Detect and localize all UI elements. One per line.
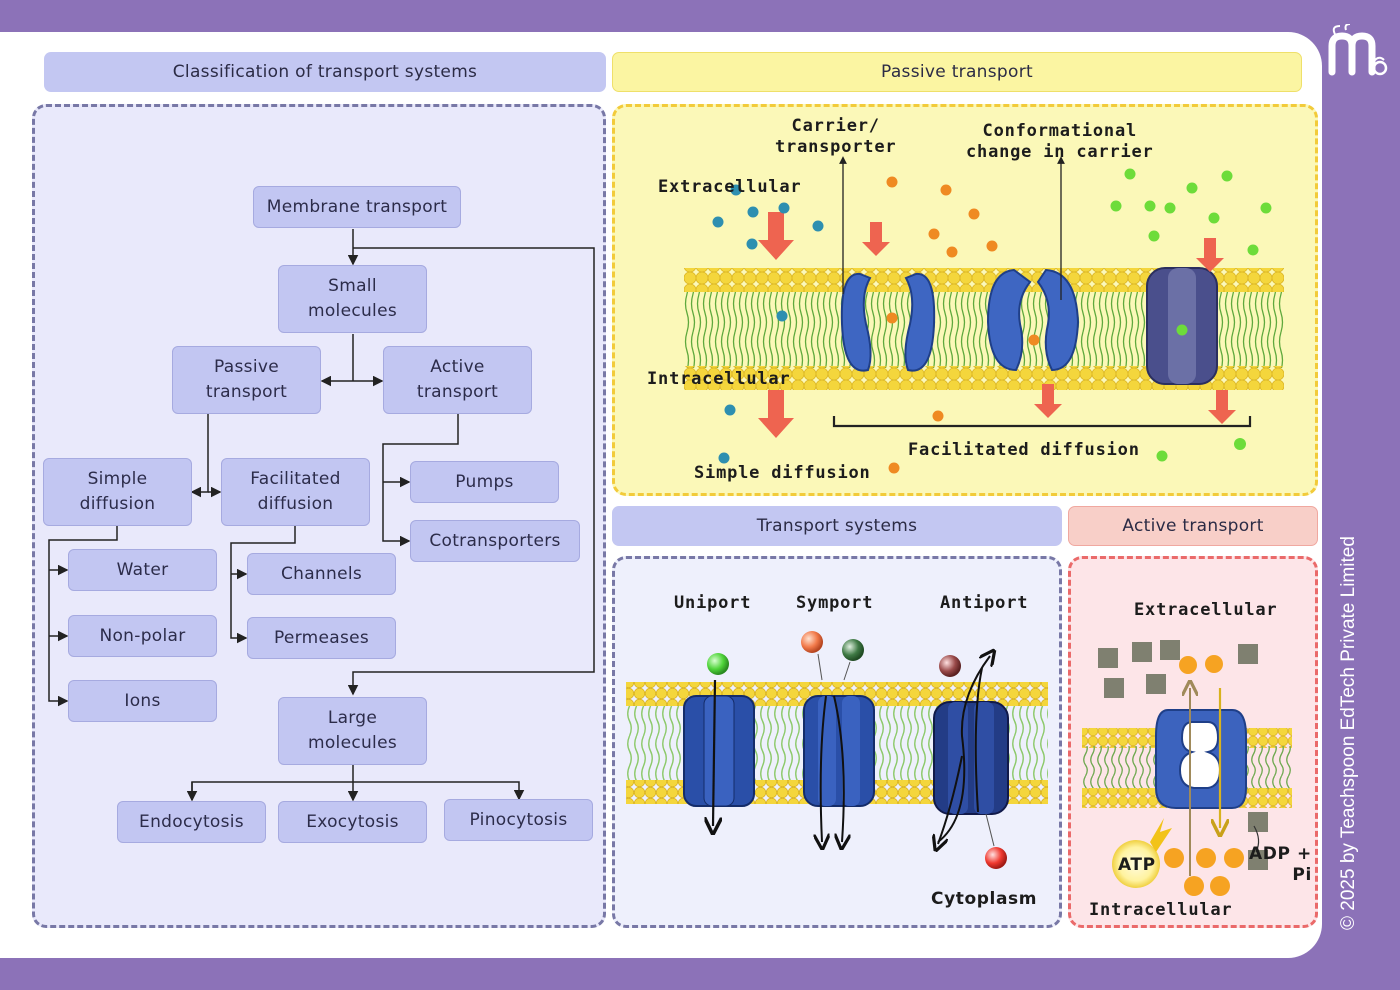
node-endocytosis: Endocytosis (117, 801, 266, 843)
orange-molecules (1164, 655, 1244, 896)
facilitated-diffusion-label: Facilitated diffusion (908, 440, 1140, 460)
orange-molecules (886, 176, 1040, 474)
node-non-polar: Non-polar (68, 615, 217, 657)
atp-glow (1112, 840, 1160, 888)
node-cotransporters: Cotransporters (410, 520, 580, 562)
symport-pointer-1 (817, 653, 823, 681)
node-active-transport: Active transport (383, 346, 532, 414)
green-molecules (1110, 168, 1272, 462)
simple-diffusion-label: Simple diffusion (694, 463, 871, 483)
passive-transport-illustration (684, 156, 1284, 474)
antiport-inward-arrow (938, 755, 963, 844)
transport-systems-illustration (626, 631, 1048, 869)
carrier-transporter-label: Carrier/ transporter (775, 116, 897, 157)
carrier-protein-left-half (840, 272, 872, 372)
node-facilitated-diffusion: Facilitated diffusion (221, 458, 370, 526)
antiport-pointer (985, 813, 995, 847)
active-extracellular-label: Extracellular (1134, 600, 1278, 620)
symport-arrow-2 (833, 695, 844, 842)
uniport-protein (683, 695, 755, 807)
node-ions: Ions (68, 680, 217, 722)
symport-protein (803, 695, 875, 807)
pump-channel (1178, 721, 1222, 789)
antiport-molecule-in (985, 847, 1007, 869)
node-pinocytosis: Pinocytosis (444, 799, 593, 841)
node-small-molecules: Small molecules (278, 265, 427, 333)
copyright-text: © 2025 by Teachspoon EdTech Private Limi… (1338, 536, 1359, 930)
flowchart-connectors (48, 229, 595, 802)
transport-systems-header: Transport systems (612, 506, 1062, 546)
node-channels: Channels (247, 553, 396, 595)
node-passive-transport: Passive transport (172, 346, 321, 414)
node-membrane-transport: Membrane transport (253, 186, 461, 228)
active-intracellular-label: Intracellular (1089, 900, 1233, 920)
symport-arrow-1 (821, 695, 826, 842)
antiport-molecule-out (939, 655, 961, 677)
antiport-outward-arrow (937, 656, 990, 843)
symport-pointer-2 (843, 661, 851, 681)
node-water: Water (68, 549, 217, 591)
node-exocytosis: Exocytosis (278, 801, 427, 843)
passive-transport-header: Passive transport (612, 52, 1302, 92)
antiport-protein (933, 701, 1009, 815)
antiport-label: Antiport (940, 593, 1029, 613)
conformational-change-label: Conformational change in carrier (966, 121, 1154, 162)
intracellular-label: Intracellular (647, 369, 791, 389)
cytoplasm-label: Cytoplasm (931, 889, 1038, 909)
symport-molecule-green (842, 639, 864, 661)
adp-pointer (1253, 825, 1260, 853)
antiport-inward-path (974, 667, 983, 813)
extracellular-label: Extracellular (658, 177, 802, 197)
node-large-molecules: Large molecules (278, 697, 427, 765)
red-arrows (758, 212, 1236, 438)
symport-molecule-orange (801, 631, 823, 653)
node-simple-diffusion: Simple diffusion (43, 458, 192, 526)
carrier-protein-right-half (904, 272, 936, 372)
adp-pi-label: ADP + Pi (1249, 844, 1312, 885)
active-transport-illustration (1082, 640, 1292, 896)
atp-label: ATP (1118, 855, 1156, 875)
uniport-molecule (707, 653, 729, 675)
brand-logo-icon (1328, 24, 1388, 76)
uniport-arrow (713, 679, 715, 826)
energy-bolt-icon (1150, 818, 1172, 852)
node-permeases: Permeases (247, 617, 396, 659)
classification-header: Classification of transport systems (44, 52, 606, 92)
facilitated-diffusion-bracket (832, 416, 1252, 428)
blue-molecules (712, 184, 824, 464)
node-pumps: Pumps (410, 461, 559, 503)
uniport-label: Uniport (674, 593, 752, 613)
conformational-carrier-left (986, 268, 1032, 372)
active-transport-header: Active transport (1068, 506, 1318, 546)
conformational-carrier-right (1036, 268, 1080, 372)
grey-molecules (1098, 640, 1268, 870)
symport-label: Symport (796, 593, 874, 613)
